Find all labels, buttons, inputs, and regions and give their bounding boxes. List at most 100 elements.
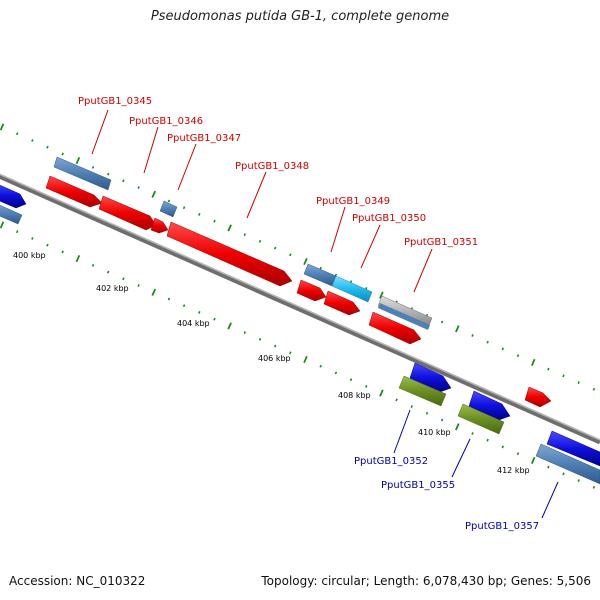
inner-tick [562,472,565,476]
outer-tick [455,325,460,333]
outer-tick [122,179,125,183]
inner-tick [303,355,308,364]
inner-tick [379,389,384,397]
kbp-label-412: 412 kbp [497,466,530,475]
inner-tick [167,297,171,301]
inner-tick [592,485,596,489]
cds-arrow-0345 [45,175,103,208]
gene-label-0350: PputGB1_0350 [352,213,426,224]
kbp-label-408: 408 kbp [338,391,371,400]
inner-tick [46,243,49,247]
inner-tick [31,237,34,240]
inner-tick [440,418,444,422]
gene-box-0347 [159,200,178,218]
outer-tick [486,340,489,344]
kbp-label-402: 402 kbp [96,284,129,293]
green-feature-0355 [457,403,505,435]
outer-tick [592,387,596,391]
connector-0357 [541,481,559,519]
gene-box-left [0,204,23,225]
kbp-label-400: 400 kbp [13,251,46,260]
outer-tick [61,152,64,156]
outer-tick [273,246,277,250]
inner-tick-arc [0,221,596,489]
outer-tick [471,334,474,337]
forward-features [45,156,552,408]
cds-arrow-0357 [546,430,600,467]
gene-label-0355: PputGB1_0355 [381,480,455,491]
inner-tick [182,304,186,308]
outer-tick [106,172,110,176]
outer-tick [91,165,95,169]
gene-label-0345: PputGB1_0345 [78,96,152,107]
inner-tick [15,230,19,234]
outer-tick [213,219,216,223]
outer-tick [46,145,49,149]
inner-tick [365,384,368,388]
connector-0351 [413,248,433,293]
kbp-label-410: 410 kbp [418,428,451,437]
kbp-label-406: 406 kbp [258,354,291,363]
inner-tick [319,364,322,368]
outer-tick [319,266,322,270]
cds-arrow-0346 [98,195,157,231]
gene-label-0357: PputGB1_0357 [465,521,539,532]
outer-tick [243,233,247,237]
outer-tick [227,224,232,232]
outer-tick [379,291,384,299]
cds-arrow-far [524,386,552,408]
outer-tick [258,239,262,243]
gene-box-0345 [53,156,112,191]
cds-arrow-0347 [150,217,169,234]
inner-tick [75,255,81,263]
outer-tick [151,190,157,198]
genome-backbone [0,173,600,445]
inner-tick [227,322,232,330]
outer-tick [289,253,292,257]
inner-tick [106,270,110,274]
label-connectors [91,109,559,519]
gene-box-0351 [378,303,430,330]
gene-box-0357 [535,443,600,485]
connector-0350 [360,224,381,269]
rna-box-0350 [331,275,373,303]
genome-backbone-highlight [0,173,600,441]
outer-tick [75,157,81,165]
cds-arrow-0349 [296,279,327,302]
connector-0352 [393,409,411,454]
inner-tick [410,405,414,409]
inner-tick [486,438,489,442]
inner-tick [91,263,95,267]
outer-tick [547,367,550,371]
inner-tick [334,371,338,375]
outer-tick [577,381,580,385]
inner-tick [61,250,64,254]
inner-tick [471,432,474,435]
outer-tick [530,358,536,366]
gene-label-0349: PputGB1_0349 [316,196,390,207]
kbp-labels: 400 kbp 402 kbp 404 kbp 406 kbp 408 kbp … [13,251,530,475]
gene-box-0349 [303,263,337,287]
inner-tick [516,452,520,456]
connector-0347 [177,143,197,191]
outer-tick [198,212,201,216]
cds-arrow-0348 [166,221,293,287]
outer-tick [303,257,308,266]
outer-tick [440,320,444,324]
inner-tick [577,479,580,483]
inner-tick [122,277,125,281]
gene-labels: PputGB1_0345 PputGB1_0346 PputGB1_0347 P… [78,96,539,532]
gene-label-0347: PputGB1_0347 [167,133,241,144]
outer-tick-arc [0,123,596,391]
cds-arrow-0352 [409,362,452,393]
outer-tick [516,354,520,358]
gene-label-0346: PputGB1_0346 [129,116,203,127]
kbp-label-404: 404 kbp [177,319,210,328]
connector-0348 [246,171,267,219]
inner-tick [273,344,277,348]
inner-tick [0,221,5,229]
outer-tick [562,374,565,378]
green-feature-0352 [398,375,447,407]
inner-tick [137,284,140,287]
